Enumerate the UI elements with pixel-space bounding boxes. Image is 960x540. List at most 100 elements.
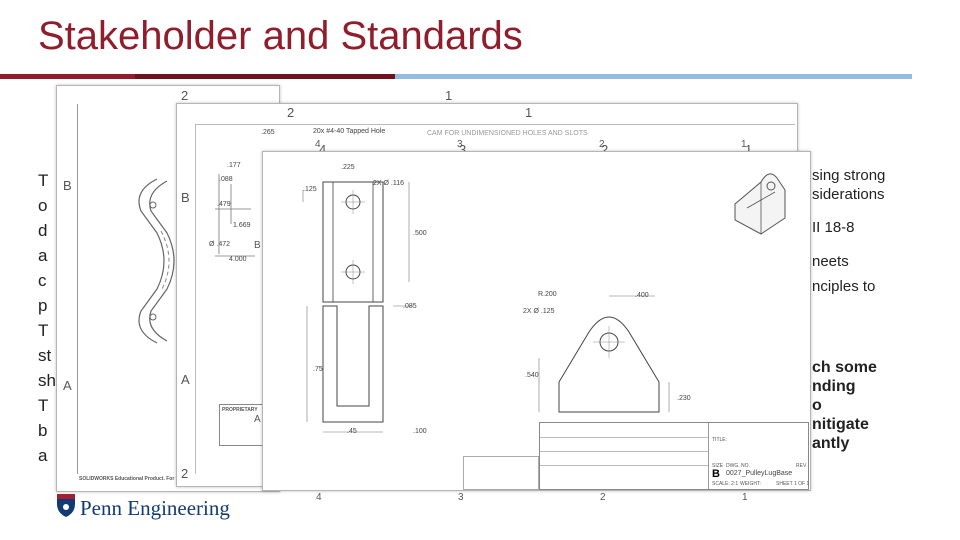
right-bold-3: nitigate: [812, 416, 869, 433]
right-text-column: sing strong siderations II 18-8 neets nc…: [812, 166, 885, 296]
back-zone-side-a: A: [63, 378, 72, 393]
left-line-9: T: [38, 396, 49, 415]
front-u-view: [306, 305, 413, 433]
left-line-10: b: [38, 421, 48, 440]
mid-dim-177: .177: [227, 162, 241, 169]
front-zone-bottom-4: 4: [316, 492, 322, 503]
front-zone-top-4: 4: [315, 139, 321, 150]
right-line-3: neets: [812, 253, 849, 270]
mid-inner-zone-2: 2: [601, 142, 609, 157]
front-title-block: TITLE: SIZE B DWG. NO. 0027_PulleyLugBas…: [539, 422, 809, 490]
front-zone-top-3: 3: [457, 139, 463, 150]
back-inner-border: [77, 104, 78, 474]
title-block-scale: SCALE: 2:1: [712, 481, 739, 487]
title-block-row-2: [540, 451, 708, 452]
right-bold-0: ch some: [812, 359, 877, 376]
drawing-sheet-front: 4 3 2 1 B A .225 .125 2X Ø .116 .500 .08…: [254, 139, 811, 491]
left-line-1: o: [38, 196, 48, 215]
mid-zone-bottom-2: 2: [181, 466, 189, 481]
mid-dim-472: Ø .472: [209, 241, 231, 248]
mid-callout-265: .265: [261, 129, 275, 136]
left-line-7: st: [38, 346, 52, 365]
title-block-row-3: [540, 465, 708, 466]
title-block-sheet: SHEET 1 OF 1: [776, 481, 810, 487]
title-block-dwg-label: DWG. NO.: [726, 463, 750, 469]
front-dim-75: .75: [313, 366, 323, 373]
penn-engineering-logo[interactable]: Penn Engineering: [80, 496, 230, 520]
mid-inner-zone-3: 3: [459, 142, 467, 157]
left-line-0: T: [38, 171, 49, 190]
front-dim-400: .400: [635, 292, 649, 299]
front-dim-100: .100: [413, 428, 427, 435]
title-block-title-label: TITLE:: [712, 437, 728, 443]
front-notes-box: [463, 456, 539, 490]
slide-title: Stakeholder and Standards: [38, 14, 523, 58]
left-line-2: d: [38, 221, 48, 240]
front-zone-side-a: A: [254, 414, 261, 425]
front-zone-top-1: 1: [741, 139, 747, 150]
mid-dim-088: .088: [219, 176, 233, 183]
front-zone-top-2: 2: [599, 139, 605, 150]
left-line-5: p: [38, 296, 48, 315]
left-line-3: a: [38, 246, 48, 265]
mid-dim-4000: 4.000: [229, 256, 247, 263]
left-line-6: T: [38, 321, 49, 340]
penn-shield-icon: [56, 492, 76, 518]
front-lug-view: [538, 295, 670, 413]
mid-callout-tapped-hole: 20x #4-40 Tapped Hole: [313, 128, 386, 135]
title-underline-dark: [135, 74, 395, 79]
mid-inner-zone-4: 4: [319, 142, 327, 157]
left-text-column: T o d a c p T st sh T b a: [38, 168, 72, 468]
mid-zone-top-1: 1: [525, 105, 533, 120]
mid-inner-zone-1: 1: [745, 142, 753, 157]
mid-dimension-lines: [215, 174, 255, 257]
front-zone-bottom-3: 3: [458, 492, 464, 503]
title-block-size-label: SIZE: [712, 463, 724, 469]
front-top-view: [302, 181, 410, 303]
mid-zone-top-2: 2: [287, 105, 295, 120]
left-line-8: sh: [38, 371, 56, 390]
front-zone-bottom-2: 2: [600, 492, 606, 503]
title-block-rev-label: REV: [796, 463, 807, 469]
mid-left-border: [195, 124, 196, 474]
title-block-divider: [708, 423, 709, 489]
left-line-11: a: [38, 446, 48, 465]
title-block-size-value: B: [712, 468, 720, 480]
front-dim-500: .500: [413, 230, 427, 237]
title-underline-blue: [395, 74, 912, 79]
right-bold-1: nding: [812, 378, 856, 395]
back-zone-side-b: B: [63, 178, 72, 193]
mid-zone-side-a: A: [181, 372, 190, 387]
right-line-4: nciples to: [812, 278, 876, 295]
title-block-weight: WEIGHT:: [740, 481, 761, 487]
right-line-0: sing strong: [812, 167, 886, 184]
front-zone-bottom-1: 1: [742, 492, 748, 503]
mid-callout-cam: CAM FOR UNDIMENSIONED HOLES AND SLOTS: [427, 130, 588, 137]
back-part-outline: [138, 178, 175, 344]
front-dim-hole-125: 2X Ø .125: [523, 308, 555, 315]
right-line-1: siderations: [812, 186, 885, 203]
front-dim-45: .45: [347, 428, 357, 435]
right-bold-column: ch some nding o nitigate antly: [812, 358, 877, 453]
mid-zone-side-b: B: [181, 190, 190, 205]
front-dim-r200: R.200: [538, 291, 557, 298]
front-dim-230: .230: [677, 395, 691, 402]
back-footer-note: SOLIDWORKS Educational Product. For Inst…: [79, 476, 230, 482]
front-dim-hole-116: 2X Ø .116: [373, 180, 405, 187]
right-line-2: II 18-8: [812, 219, 855, 236]
mid-top-border: [195, 124, 795, 125]
mid-proprietary-label: PROPRIETARY: [222, 407, 258, 413]
front-dim-125: .125: [303, 186, 317, 193]
front-dim-085: .085: [403, 303, 417, 310]
right-bold-4: antly: [812, 435, 850, 452]
back-zone-top-1: 1: [445, 88, 453, 103]
title-block-dwg-value: 0027_PulleyLugBase: [726, 470, 793, 477]
back-zone-top-2: 2: [181, 88, 189, 103]
front-isometric-view: [734, 173, 786, 235]
title-block-row-1: [540, 437, 708, 438]
mid-dim-479: .479: [217, 201, 231, 208]
mid-dim-1669: 1.669: [233, 222, 251, 229]
front-dim-225: .225: [341, 164, 355, 171]
right-bold-2: o: [812, 397, 822, 414]
front-dim-540: .540: [525, 372, 539, 379]
